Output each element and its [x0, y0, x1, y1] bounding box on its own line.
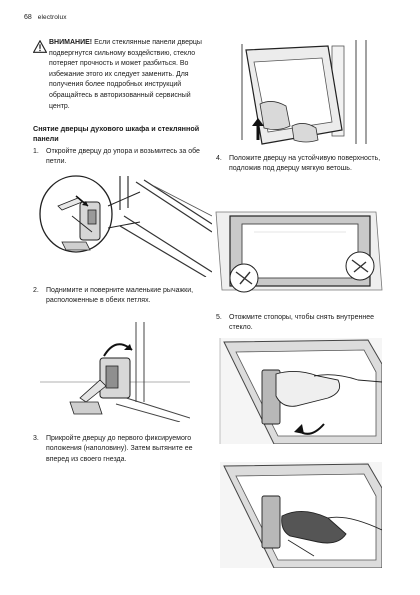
warning-text-block: ВНИМАНИЕ! Если стеклянные панели дверцы …	[49, 38, 213, 112]
step-text: Отожмите стопоры, чтобы снять внутреннее…	[229, 314, 374, 332]
warning-title: ВНИМАНИЕ!	[49, 39, 93, 46]
illustration-hinge-lever	[40, 322, 190, 422]
step-number: 2.	[33, 287, 39, 294]
step-text: Поднимите и поверните маленькие рычажки,…	[46, 287, 194, 305]
step-1: 1. Откройте дверцу до упора и возьмитесь…	[33, 147, 211, 168]
illustration-remove-glass	[218, 460, 382, 568]
illustration-remove-door	[232, 40, 382, 150]
step-text: Прикройте дверцу до первого фиксируемого…	[46, 435, 193, 463]
step-number: 4.	[216, 155, 222, 162]
step-text: Положите дверцу на устойчивую поверхност…	[229, 155, 381, 173]
illustration-press-clamps	[218, 336, 382, 444]
step-4: 4. Положите дверцу на устойчивую поверхн…	[216, 154, 388, 175]
illustration-door-on-cloth	[214, 206, 384, 296]
page-number: 68	[24, 14, 32, 21]
step-number: 5.	[216, 314, 222, 321]
step-number: 1.	[33, 148, 39, 155]
warning-text: Если стеклянные панели дверцы подвергнут…	[49, 39, 202, 110]
illustration-door-hinge	[36, 172, 212, 277]
warning-triangle-icon	[33, 40, 47, 53]
step-number: 3.	[33, 435, 39, 442]
page-header: 68 electrolux	[24, 14, 67, 21]
step-5: 5. Отожмите стопоры, чтобы снять внутрен…	[216, 313, 388, 334]
step-2: 2. Поднимите и поверните маленькие рычаж…	[33, 286, 211, 307]
step-3: 3. Прикройте дверцу до первого фиксируем…	[33, 434, 211, 465]
section-title: Снятие дверцы духового шкафа и стеклянно…	[33, 124, 200, 143]
brand-logo: electrolux	[37, 14, 67, 21]
warning-block: ВНИМАНИЕ! Если стеклянные панели дверцы …	[33, 38, 213, 112]
step-text: Откройте дверцу до упора и возьмитесь за…	[46, 148, 200, 166]
